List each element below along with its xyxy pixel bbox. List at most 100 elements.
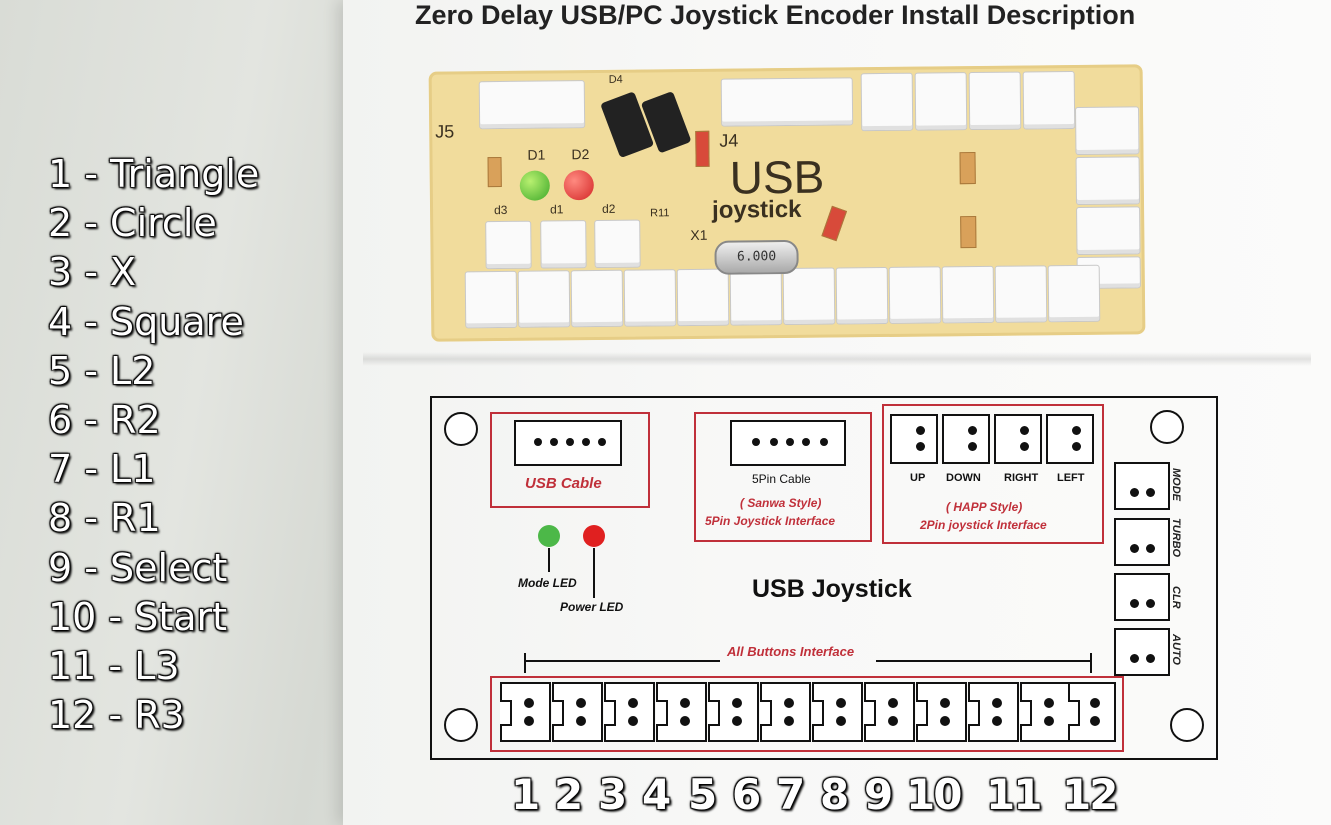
down-connector: [942, 414, 990, 464]
pcb-connector-d3: [485, 220, 532, 270]
bracket-line-left: [524, 660, 720, 662]
mapping-3: 3 - X: [48, 250, 137, 295]
button-connector-3: [604, 682, 655, 742]
paper-fold: [363, 352, 1311, 366]
clr-connector: [1114, 573, 1170, 621]
pcb-led-red: [563, 170, 594, 201]
mapping-4: 4 - Square: [48, 299, 244, 344]
pcb-j4-label: J4: [719, 130, 739, 151]
bracket-right: [1090, 653, 1092, 673]
five-pin-cable-label: 5Pin Cable: [752, 472, 811, 486]
board-name: USB Joystick: [752, 575, 912, 603]
mapping-12: 12 - R3: [48, 693, 185, 738]
two-pin-interface-label: 2Pin joystick Interface: [920, 518, 1047, 532]
dir-right-label: RIGHT: [1004, 472, 1039, 484]
bracket-left: [524, 653, 526, 673]
pcb-button-connector: [941, 265, 995, 324]
mapping-1: 1 - Triangle: [48, 152, 260, 196]
pcb-connector-mode: [1075, 106, 1140, 155]
five-pin-interface-label: 5Pin Joystick Interface: [705, 514, 836, 528]
button-connector-9: [916, 682, 967, 742]
pcb-connector-left: [1022, 70, 1076, 130]
button-number-3: 3: [598, 770, 628, 819]
pcb-d4-label: D4: [608, 73, 623, 86]
auto-label: AUTO: [1170, 634, 1182, 665]
button-connector-12: [1068, 682, 1116, 742]
pcb-resistor: [959, 152, 976, 185]
mount-hole: [1150, 410, 1184, 444]
pcb-led-green: [519, 170, 550, 201]
dir-left-label: LEFT: [1057, 472, 1085, 484]
pcb-capacitor-small: [695, 130, 710, 167]
all-buttons-box: [490, 676, 1124, 752]
mapping-2: 2 - Circle: [48, 201, 217, 246]
pcb-crystal: 6.000: [714, 239, 799, 275]
pcb-button-connector: [570, 269, 624, 328]
button-mapping-legend: 1 - Triangle 2 - Circle 3 - X 4 - Square…: [48, 150, 259, 740]
pcb-diode: [487, 156, 502, 188]
pcb-button-connector: [464, 270, 518, 329]
pcb-button-connector: [517, 270, 571, 328]
pcb-joystick-label: joystick: [711, 195, 802, 224]
button-connector-5: [708, 682, 759, 742]
button-connector-1: [500, 682, 551, 742]
pcb-d2-label: D2: [571, 146, 590, 163]
right-connector: [994, 414, 1042, 464]
button-connector-7: [812, 682, 863, 742]
dir-up-label: UP: [910, 472, 926, 484]
mode-label: MODE: [1170, 468, 1182, 501]
pcb-button-connector: [994, 265, 1048, 323]
happ-style-label: ( HAPP Style): [946, 500, 1023, 514]
pcb-d1-label: D1: [527, 146, 546, 163]
mapping-8: 8 - R1: [48, 496, 161, 541]
usb-connector: [514, 420, 622, 466]
pcb-crystal-label: 6.000: [736, 249, 777, 265]
button-connector-6: [760, 682, 811, 742]
button-connector-10: [968, 682, 1019, 742]
button-connector-2: [552, 682, 603, 742]
button-connector-8: [864, 682, 915, 742]
pcb-connector-d1: [540, 220, 587, 269]
pcb-connector-d2: [594, 219, 641, 269]
button-number-6: 6: [732, 770, 762, 819]
mapping-11: 11 - L3: [48, 644, 180, 689]
all-buttons-label: All Buttons Interface: [727, 644, 855, 659]
pcb-connector-clr: [1076, 206, 1141, 255]
pcb-button-connector: [782, 267, 836, 326]
button-number-8: 8: [820, 770, 850, 819]
auto-connector: [1114, 628, 1170, 676]
button-number-7: 7: [776, 770, 806, 819]
usb-cable-label: USB Cable: [525, 475, 602, 492]
power-led: [583, 525, 605, 547]
clr-label: CLR: [1170, 586, 1182, 609]
pcb-resistor: [960, 216, 977, 249]
pcb-r11-label: R11: [650, 207, 670, 220]
sanwa-style-label: ( Sanwa Style): [740, 496, 822, 510]
pcb-connector-right: [968, 71, 1022, 131]
mapping-6: 6 - R2: [48, 398, 161, 443]
mapping-5: 5 - L2: [48, 348, 156, 393]
mode-connector: [1114, 462, 1170, 510]
button-number-1: 1: [511, 770, 541, 819]
pcb-d3s-label: d3: [493, 202, 508, 218]
mode-led-lead: [548, 548, 550, 572]
pcb-button-connector: [1047, 264, 1101, 323]
button-number-4: 4: [642, 770, 672, 819]
sheet-title: Zero Delay USB/PC Joystick Encoder Insta…: [415, 0, 1136, 30]
mount-hole: [444, 412, 478, 446]
pcb-d2s-label: d2: [601, 201, 616, 216]
schematic-board: [430, 396, 1218, 760]
button-number-2: 2: [554, 770, 584, 819]
turbo-connector: [1114, 518, 1170, 566]
five-pin-connector: [730, 420, 846, 466]
five-pin-box: [694, 412, 872, 542]
happ-box: [882, 404, 1104, 544]
pcb-connector-down: [914, 72, 968, 131]
pcb-button-connector: [888, 266, 942, 324]
pcb-d1s-label: d1: [549, 202, 564, 217]
pcb-connector-turbo: [1075, 156, 1141, 205]
turbo-label: TURBO: [1170, 518, 1182, 558]
mode-led-label: Mode LED: [518, 576, 577, 590]
button-connector-4: [656, 682, 707, 742]
pcb-button-connector: [623, 269, 677, 327]
